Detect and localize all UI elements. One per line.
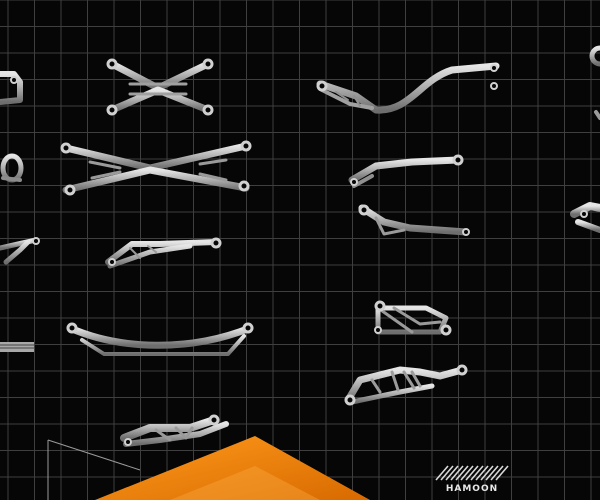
part-truss-box	[374, 300, 452, 336]
watermark-stripes-icon	[435, 465, 509, 481]
part-left-ring	[0, 153, 24, 183]
orange-plate	[47, 436, 370, 500]
part-truss-bracket-bottom	[120, 414, 229, 447]
part-truss-arm-small	[105, 237, 222, 269]
part-x-brace-long	[60, 140, 252, 196]
part-tapered-link	[358, 204, 470, 236]
watermark-text: HAMOON	[445, 484, 499, 494]
part-right-edge-clamp	[570, 202, 600, 233]
part-curved-beam	[66, 322, 254, 356]
part-left-strip	[0, 342, 35, 352]
part-right-edge-top	[589, 45, 600, 120]
part-twisted-strap	[348, 154, 464, 188]
part-s-curve-arm	[316, 62, 500, 114]
watermark-logo: HAMOON	[434, 462, 514, 500]
part-lower-curved-arm	[344, 364, 468, 406]
part-left-bracket-top	[0, 71, 23, 105]
part-left-fork	[0, 237, 40, 265]
part-x-brace-top	[106, 58, 214, 116]
